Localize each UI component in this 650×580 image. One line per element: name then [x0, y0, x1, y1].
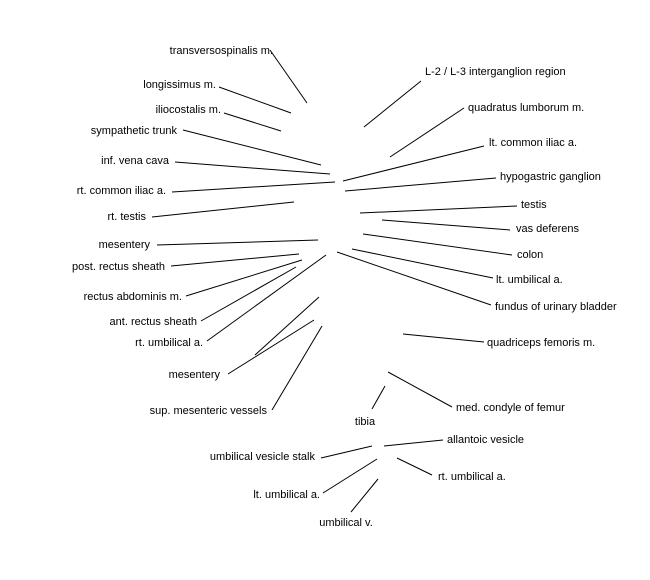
label-fundus-bladder: fundus of urinary bladder [495, 301, 617, 313]
leader-mesentery-lower-b [254, 296, 320, 356]
leader-lt-common-iliac [342, 145, 485, 182]
leader-hypogastric-ganglion [344, 177, 497, 192]
leader-sup-mesenteric-vessels [271, 325, 323, 411]
leader-inf-vena-cava [174, 161, 331, 175]
label-allantoic-vesicle: allantoic vesicle [447, 434, 524, 446]
label-lt-common-iliac: lt. common iliac a. [489, 137, 577, 149]
leader-rt-umbilical-lower [396, 457, 433, 476]
label-hypogastric-ganglion: hypogastric ganglion [500, 171, 601, 183]
leader-rectus-abdominis [185, 259, 303, 297]
leader-lt-umbilical-upper [351, 248, 494, 279]
label-rectus-abdominis: rectus abdominis m. [84, 291, 182, 303]
leader-umbilical-v [350, 478, 379, 513]
label-l2-l3: L-2 / L-3 interganglion region [425, 66, 566, 78]
label-rt-umbilical-lower: rt. umbilical a. [438, 471, 506, 483]
label-testis: testis [521, 199, 547, 211]
label-colon: colon [517, 249, 543, 261]
leader-quadriceps-femoris [402, 333, 485, 343]
label-tibia: tibia [355, 416, 376, 428]
label-rt-testis: rt. testis [107, 211, 146, 223]
label-rt-umbilical-upper: rt. umbilical a. [135, 337, 203, 349]
label-ant-rectus-sheath: ant. rectus sheath [110, 316, 197, 328]
label-umbilical-v: umbilical v. [319, 517, 373, 529]
leader-lt-umbilical-lower [322, 458, 378, 494]
leader-rt-common-iliac [171, 181, 336, 193]
label-umbilical-vesicle-stalk: umbilical vesicle stalk [210, 451, 316, 463]
leader-quadratus-lumborum [389, 107, 465, 158]
leader-umbilical-vesicle-stalk [320, 445, 373, 459]
leader-transversospinalis [269, 49, 308, 104]
label-lt-umbilical-upper: lt. umbilical a. [496, 274, 563, 286]
label-post-rectus-sheath: post. rectus sheath [72, 261, 165, 273]
leader-fundus-bladder [336, 251, 492, 306]
leader-med-condyle-femur [387, 371, 453, 408]
leader-rt-umbilical-upper [206, 254, 327, 342]
label-lt-umbilical-lower: lt. umbilical a. [253, 489, 320, 501]
leader-longissimus [218, 86, 292, 114]
leader-testis [359, 205, 518, 214]
label-longissimus: longissimus m. [143, 79, 216, 91]
label-rt-common-iliac: rt. common iliac a. [77, 185, 166, 197]
leader-post-rectus-sheath [170, 253, 300, 267]
leader-allantoic-vesicle [383, 439, 444, 447]
label-med-condyle-femur: med. condyle of femur [456, 402, 565, 414]
leader-l2-l3 [363, 80, 422, 128]
leader-colon [362, 233, 513, 256]
leader-ant-rectus-sheath [200, 266, 297, 322]
leader-mesentery-lower-a [227, 319, 315, 375]
label-sup-mesenteric-vessels: sup. mesenteric vessels [150, 405, 268, 417]
label-inf-vena-cava: inf. vena cava [101, 155, 170, 167]
leader-rt-testis [151, 201, 295, 218]
label-vas-deferens: vas deferens [516, 223, 579, 235]
label-quadratus-lumborum: quadratus lumborum m. [468, 102, 584, 114]
leader-mesentery-left [156, 239, 319, 246]
leader-vas-deferens [381, 219, 511, 231]
label-iliocostalis: iliocostalis m. [156, 104, 221, 116]
leader-sympathetic-trunk [182, 129, 322, 166]
leader-tibia [371, 385, 386, 410]
label-sympathetic-trunk: sympathetic trunk [91, 125, 178, 137]
leader-iliocostalis [223, 112, 282, 132]
label-mesentery-lower: mesentery [169, 369, 221, 381]
label-transversospinalis: transversospinalis m. [170, 45, 273, 57]
label-mesentery-left: mesentery [99, 239, 151, 251]
label-quadriceps-femoris: quadriceps femoris m. [487, 337, 595, 349]
